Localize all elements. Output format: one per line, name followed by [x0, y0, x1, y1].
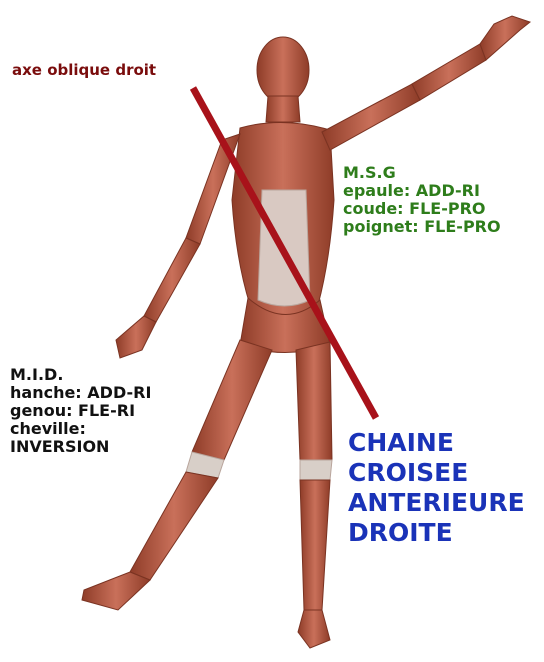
chain-line-1: CHAINE — [348, 428, 525, 458]
axis-label: axe oblique droit — [12, 62, 156, 79]
left-thigh — [296, 342, 332, 460]
left-knee — [300, 460, 332, 480]
msg-elbow: coude: FLE-PRO — [343, 200, 501, 218]
mid-inversion: INVERSION — [10, 438, 151, 456]
right-lower-limb-block: M.I.D. hanche: ADD-RI genou: FLE-RI chev… — [10, 366, 151, 456]
mid-title: M.I.D. — [10, 366, 151, 384]
left-foot — [298, 610, 330, 648]
right-foot — [82, 572, 150, 610]
msg-shoulder: epaule: ADD-RI — [343, 182, 501, 200]
mid-knee: genou: FLE-RI — [10, 402, 151, 420]
left-forearm — [412, 44, 486, 100]
figure-body — [82, 16, 530, 648]
chain-line-2: CROISEE — [348, 458, 525, 488]
neck — [266, 96, 300, 122]
right-hand — [116, 316, 156, 358]
left-shin — [300, 480, 330, 610]
right-upper-arm — [186, 134, 240, 244]
msg-wrist: poignet: FLE-PRO — [343, 218, 501, 236]
left-upper-limb-block: M.S.G epaule: ADD-RI coude: FLE-PRO poig… — [343, 164, 501, 236]
left-upper-arm — [322, 84, 420, 150]
msg-title: M.S.G — [343, 164, 501, 182]
right-forearm — [144, 238, 200, 322]
mid-hip: hanche: ADD-RI — [10, 384, 151, 402]
head — [257, 37, 309, 103]
chain-line-4: DROITE — [348, 518, 525, 548]
chain-line-3: ANTERIEURE — [348, 488, 525, 518]
left-hand — [480, 16, 530, 60]
right-shin — [130, 472, 218, 580]
right-thigh — [192, 340, 272, 460]
chain-title-block: CHAINE CROISEE ANTERIEURE DROITE — [348, 428, 525, 548]
mid-ankle: cheville: — [10, 420, 151, 438]
